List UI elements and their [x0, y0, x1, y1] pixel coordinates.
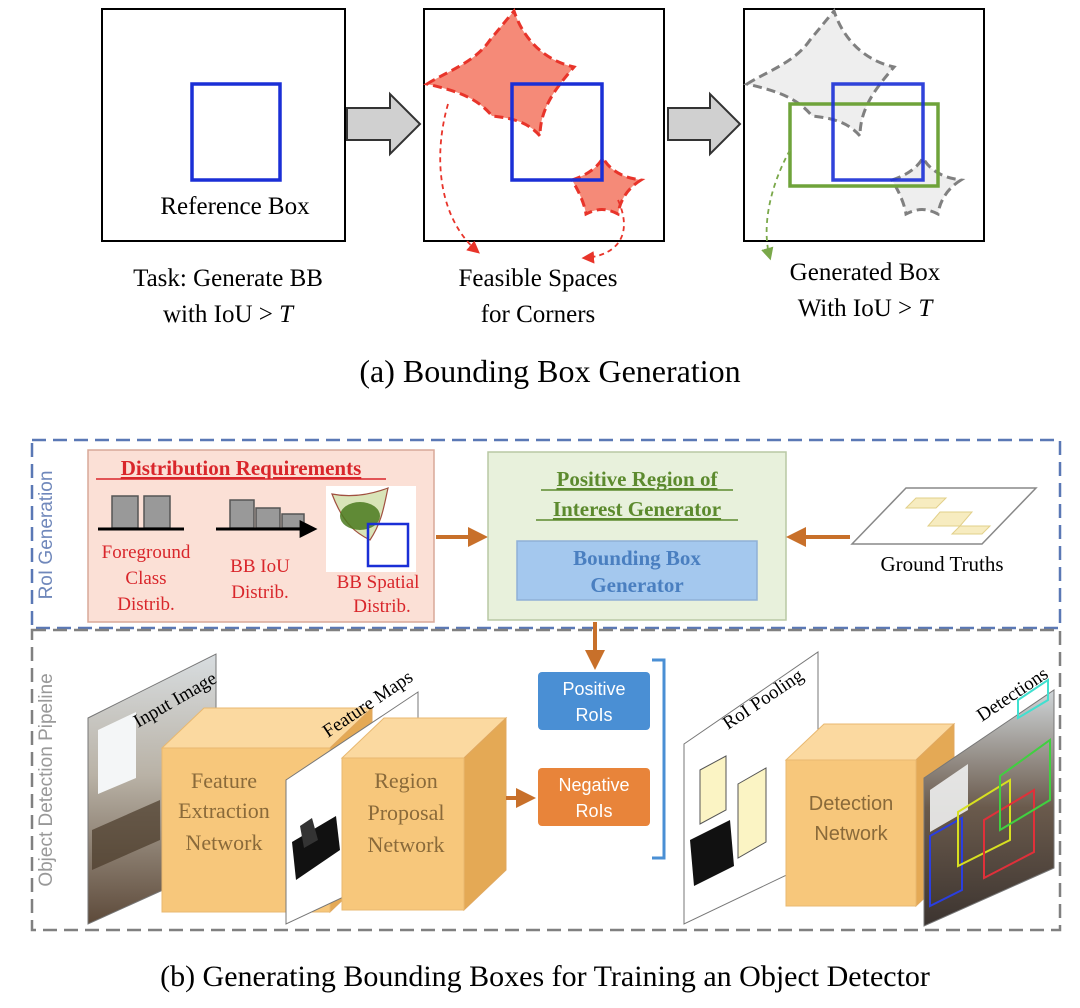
- rpn-line-3: Network: [368, 832, 445, 857]
- detection-net-line-1: Detection: [809, 793, 894, 815]
- detection-box-cyan: [1017, 678, 1049, 720]
- feature-net-line-2: Extraction: [178, 798, 270, 823]
- input-image-furniture: [92, 800, 160, 870]
- ground-truths-label: Ground Truths: [880, 552, 1003, 576]
- bb-generator-line-1: Bounding Box: [573, 546, 701, 570]
- panel-2-frame: [423, 8, 665, 242]
- iou-hist-bar-3: [281, 513, 305, 529]
- gt-box-1: [904, 497, 948, 509]
- reference-box-2: [510, 82, 604, 182]
- bb-spatial-line-1: BB Spatial: [337, 572, 420, 593]
- block-arrow-1: [346, 91, 422, 157]
- reference-box-label: Reference Box: [160, 193, 310, 220]
- panel-1-frame: [101, 8, 346, 242]
- fg-class-line-1: Foreground: [102, 542, 191, 563]
- caption-a: (a) Bounding Box Generation: [359, 353, 740, 389]
- bounding-box-generator-panel: [516, 540, 758, 601]
- generated-corner-arrow: [761, 149, 791, 261]
- fg-class-line-3: Distrib.: [117, 594, 175, 615]
- negative-rois-box: [538, 768, 650, 826]
- reference-box-3: [831, 82, 925, 182]
- bb-iou-line-2: Distrib.: [231, 582, 289, 603]
- roi-generation-container: [30, 438, 1062, 630]
- distribution-title: Distribution Requirements: [121, 456, 362, 480]
- feature-net-line-1: Feature: [191, 768, 257, 793]
- rpn-line-2: Proposal: [368, 800, 445, 825]
- generated-line-2: With IoU > T: [798, 295, 935, 322]
- bb-spatial-line-2: Distrib.: [353, 596, 411, 617]
- feasible-line-1: Feasible Spaces: [459, 265, 618, 292]
- task-line-1: Task: Generate BB: [133, 265, 323, 292]
- input-image-window: [98, 712, 136, 794]
- generated-line-1: Generated Box: [790, 259, 941, 286]
- rpn-line-1: Region: [374, 768, 438, 793]
- feasible-space-top-left: [423, 8, 577, 141]
- corner-arrow-2: [581, 199, 625, 264]
- pipeline-container: [30, 628, 1062, 932]
- panel-3-frame: [743, 8, 985, 242]
- spatial-box: [366, 522, 410, 568]
- negative-rois-line-1: Negative: [558, 775, 629, 795]
- positive-rois-line-2: RoIs: [575, 705, 612, 725]
- detection-box-yellow: [957, 778, 1011, 868]
- positive-rois-box: [538, 672, 650, 730]
- feasible-line-2: for Corners: [481, 301, 596, 328]
- iou-hist-bar-1: [229, 499, 255, 529]
- roi-generation-label: RoI Generation: [36, 471, 57, 600]
- fg-hist-bar-1: [111, 495, 139, 529]
- fg-class-line-2: Class: [125, 568, 166, 589]
- pooled-roi-2: [737, 767, 767, 859]
- pipeline-label: Object Detection Pipeline: [36, 673, 57, 886]
- positive-rois-line-1: Positive: [562, 679, 625, 699]
- rpn-cube-front: [341, 757, 465, 911]
- spatial-scatter: [340, 502, 380, 530]
- detection-box-green: [999, 738, 1051, 832]
- rois-bracket: [652, 658, 666, 860]
- iou-hist-bar-2: [255, 507, 281, 529]
- task-line-2: with IoU > T: [163, 301, 295, 328]
- detection-box-red: [983, 788, 1035, 880]
- gt-box-3: [950, 525, 992, 535]
- fg-hist-bar-2: [143, 495, 171, 529]
- pooled-roi-1: [699, 755, 727, 825]
- feature-maps-activation-2: [300, 818, 318, 848]
- bb-generator-line-2: Generator: [590, 573, 683, 597]
- pooled-activation: [690, 820, 734, 886]
- generator-title-2: Interest Generator: [553, 497, 721, 521]
- feature-net-line-3: Network: [186, 830, 263, 855]
- detections-image: [923, 689, 1055, 927]
- feature-maps-activation: [292, 816, 340, 880]
- generator-title-1: Positive Region of: [557, 467, 719, 491]
- bb-iou-line-1: BB IoU: [230, 556, 290, 577]
- negative-rois-line-2: RoIs: [575, 801, 612, 821]
- generated-box: [788, 102, 940, 188]
- reference-box: [190, 82, 282, 182]
- detection-box-blue: [929, 816, 963, 908]
- block-arrow-2: [667, 91, 742, 157]
- corner-arrow-1: [439, 103, 480, 254]
- caption-b: (b) Generating Bounding Boxes for Traini…: [160, 960, 930, 993]
- detection-cube-front: [785, 759, 917, 907]
- detection-net-line-2: Network: [814, 823, 888, 845]
